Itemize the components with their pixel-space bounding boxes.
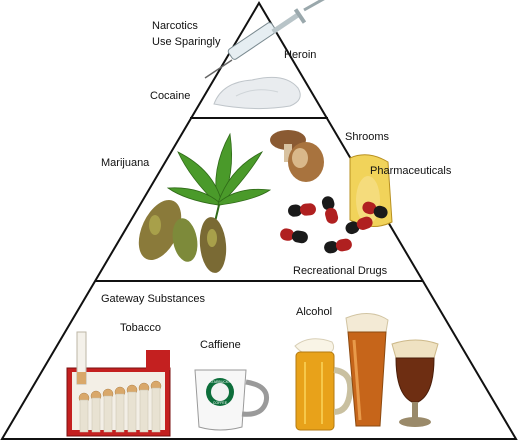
marijuana-buds-image: [138, 200, 227, 273]
narcotics-tier-title: Narcotics: [152, 20, 198, 32]
cocaine-pile-image: [213, 76, 301, 110]
coffee-mug-image: STARBUCKS COFFEE: [194, 369, 270, 431]
recreational-tier-title: Recreational Drugs: [293, 265, 388, 277]
syringe-image: [204, 0, 325, 79]
pint-glass-image: [345, 313, 389, 427]
beer-stein-image: [294, 338, 354, 431]
mug-logo-bottom: COFFEE: [213, 401, 228, 405]
capsules-image: [280, 196, 388, 254]
label-shrooms: Shrooms: [345, 131, 390, 143]
gateway-tier-title: Gateway Substances: [101, 293, 205, 305]
mushrooms-image: [270, 130, 324, 182]
cigarette-pack-image: [66, 331, 171, 437]
label-marijuana: Marijuana: [101, 157, 150, 169]
narcotics-tier-subtitle: Use Sparingly: [152, 36, 221, 48]
label-heroin: Heroin: [284, 49, 317, 61]
label-caffiene: Caffiene: [200, 339, 241, 351]
label-tobacco: Tobacco: [120, 322, 161, 334]
label-alcohol: Alcohol: [296, 306, 333, 318]
label-pharmaceuticals: Pharmaceuticals: [370, 165, 452, 177]
label-cocaine: Cocaine: [150, 90, 191, 102]
beer-goblet-image: [391, 339, 439, 427]
mug-logo-top: STARBUCKS: [209, 380, 231, 384]
